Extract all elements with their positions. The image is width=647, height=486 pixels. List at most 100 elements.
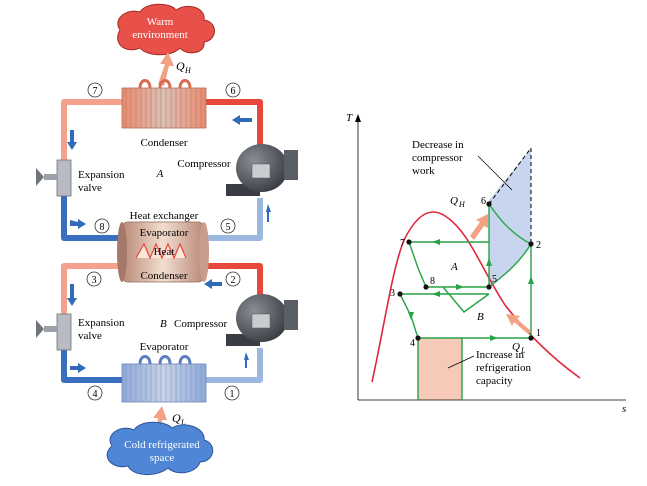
- flow-arrow-down-3: [67, 284, 77, 306]
- ts-point-2: [528, 241, 534, 247]
- evaporator-label: Evaporator: [140, 341, 189, 353]
- ts-label-5: 5: [492, 274, 497, 285]
- state-4: 4: [87, 385, 103, 401]
- ts-label-6: 6: [481, 196, 486, 207]
- heat-exchanger: [117, 221, 209, 283]
- flow-arrow-down-7: [67, 130, 77, 150]
- qh-heat-arrow: Q H: [158, 52, 192, 86]
- region-b-label: B: [477, 311, 484, 323]
- state-3: 3: [86, 271, 102, 287]
- compressor-work-savings-area: [489, 148, 531, 286]
- ts-qh-label: Q: [450, 195, 458, 207]
- ql-label: Q: [172, 411, 181, 425]
- annotation-capacity-leader: [447, 355, 475, 369]
- expansion-valve-bottom-line2: valve: [78, 330, 102, 342]
- state-2: 2: [225, 271, 241, 287]
- heat-exchange-link: [442, 286, 490, 313]
- expansion-valve-top-line2: valve: [78, 182, 102, 194]
- ts-label-7: 7: [400, 238, 405, 249]
- cycle-arrowheads: [408, 239, 534, 341]
- ts-point-labels: 1 2 3 4 5 6 7 8: [390, 196, 541, 349]
- ts-qh-arrow: [470, 214, 488, 240]
- svg-text:1: 1: [230, 389, 235, 400]
- cycle-a-throttle-line: [408, 241, 427, 288]
- annotation-capacity-line3: capacity: [476, 375, 513, 387]
- refrigeration-schematic: Warm environment Q H: [36, 3, 298, 475]
- hx-evaporator-label: Evaporator: [140, 227, 189, 239]
- ts-ql-arrow: [506, 314, 531, 334]
- ts-point-6: [486, 201, 492, 207]
- ts-point-3: [397, 291, 403, 297]
- ts-label-2: 2: [536, 240, 541, 251]
- cycle-a-label: A: [156, 168, 164, 180]
- annotation-capacity-line1: Increase in: [476, 349, 524, 361]
- ts-state-points: [397, 201, 534, 341]
- ts-label-4: 4: [410, 338, 415, 349]
- warm-environment-line2: environment: [132, 29, 188, 41]
- flow-arrow-up-5: [266, 204, 271, 222]
- annotation-work-line2: compressor: [412, 152, 463, 164]
- svg-text:7: 7: [93, 86, 98, 97]
- qh-subscript: H: [184, 66, 192, 75]
- annotation-work-leader: [477, 155, 513, 191]
- svg-text:3: 3: [92, 275, 97, 286]
- ts-diagram: T s: [346, 112, 626, 415]
- hx-heat-label: Heat: [154, 246, 175, 258]
- state-7: 7: [87, 82, 103, 98]
- annotation-compressor-work: Decrease in compressor work: [412, 139, 513, 191]
- flow-arrow-left-6: [232, 115, 252, 125]
- svg-text:2: 2: [231, 275, 236, 286]
- cycle-a-desuperheat-line: [488, 203, 532, 245]
- qh-label: Q: [176, 59, 185, 73]
- cold-space-cloud: Cold refrigerated space: [106, 421, 214, 475]
- cycle-b-label: B: [160, 318, 167, 330]
- svg-text:4: 4: [93, 389, 98, 400]
- warm-environment-cloud: Warm environment: [117, 3, 215, 56]
- axes: [357, 118, 626, 401]
- annotation-capacity-line2: refrigeration: [476, 362, 531, 374]
- t-axis-label: T: [346, 112, 353, 124]
- expansion-valve-top-line1: Expansion: [78, 169, 125, 181]
- ts-point-8: [423, 284, 429, 290]
- ts-ql-subscript: L: [520, 346, 526, 355]
- state-8: 8: [94, 218, 110, 234]
- expansion-valve-bottom: [36, 313, 72, 351]
- ts-label-1: 1: [536, 328, 541, 339]
- ts-label-8: 8: [430, 276, 435, 287]
- flow-arrows: [67, 115, 271, 373]
- warm-environment-line1: Warm: [147, 16, 174, 28]
- s-axis-label: s: [622, 403, 626, 415]
- ts-point-7: [406, 239, 412, 245]
- state-markers: 7 6 8 5 3 2 4 1: [86, 82, 241, 401]
- cycle-a-piping: [61, 99, 263, 241]
- expansion-valve-bottom-line1: Expansion: [78, 317, 125, 329]
- state-1: 1: [224, 385, 240, 401]
- cycle-b-throttle-line: [399, 293, 419, 339]
- capacity-bounds: [417, 338, 463, 400]
- ql-heat-arrow: Q L: [153, 406, 186, 436]
- ql-subscript: L: [180, 418, 186, 427]
- hx-condenser-label: Condenser: [140, 270, 187, 282]
- state-5: 5: [220, 218, 236, 234]
- ts-qh-subscript: H: [458, 200, 466, 209]
- ts-point-1: [528, 335, 534, 341]
- svg-text:6: 6: [231, 86, 236, 97]
- ts-point-5: [486, 284, 492, 290]
- compressor-b: [226, 294, 298, 346]
- condenser-coil: [121, 79, 207, 129]
- region-a-label: A: [450, 261, 458, 273]
- cold-space-line1: Cold refrigerated: [124, 439, 200, 451]
- conventional-compression-dashed: [488, 146, 532, 244]
- condenser-label: Condenser: [140, 137, 187, 149]
- flow-arrow-right-8: [70, 219, 86, 229]
- svg-text:5: 5: [226, 222, 231, 233]
- annotation-capacity: Increase in refrigeration capacity: [447, 349, 531, 387]
- svg-text:8: 8: [100, 222, 105, 233]
- compressor-a-label: Compressor: [177, 158, 231, 170]
- flow-arrow-right-4: [70, 363, 86, 373]
- flow-arrow-up-1: [244, 352, 249, 368]
- expansion-valve-top: [36, 159, 72, 197]
- compressor-a: [226, 144, 298, 196]
- flow-arrow-left-2: [204, 279, 222, 289]
